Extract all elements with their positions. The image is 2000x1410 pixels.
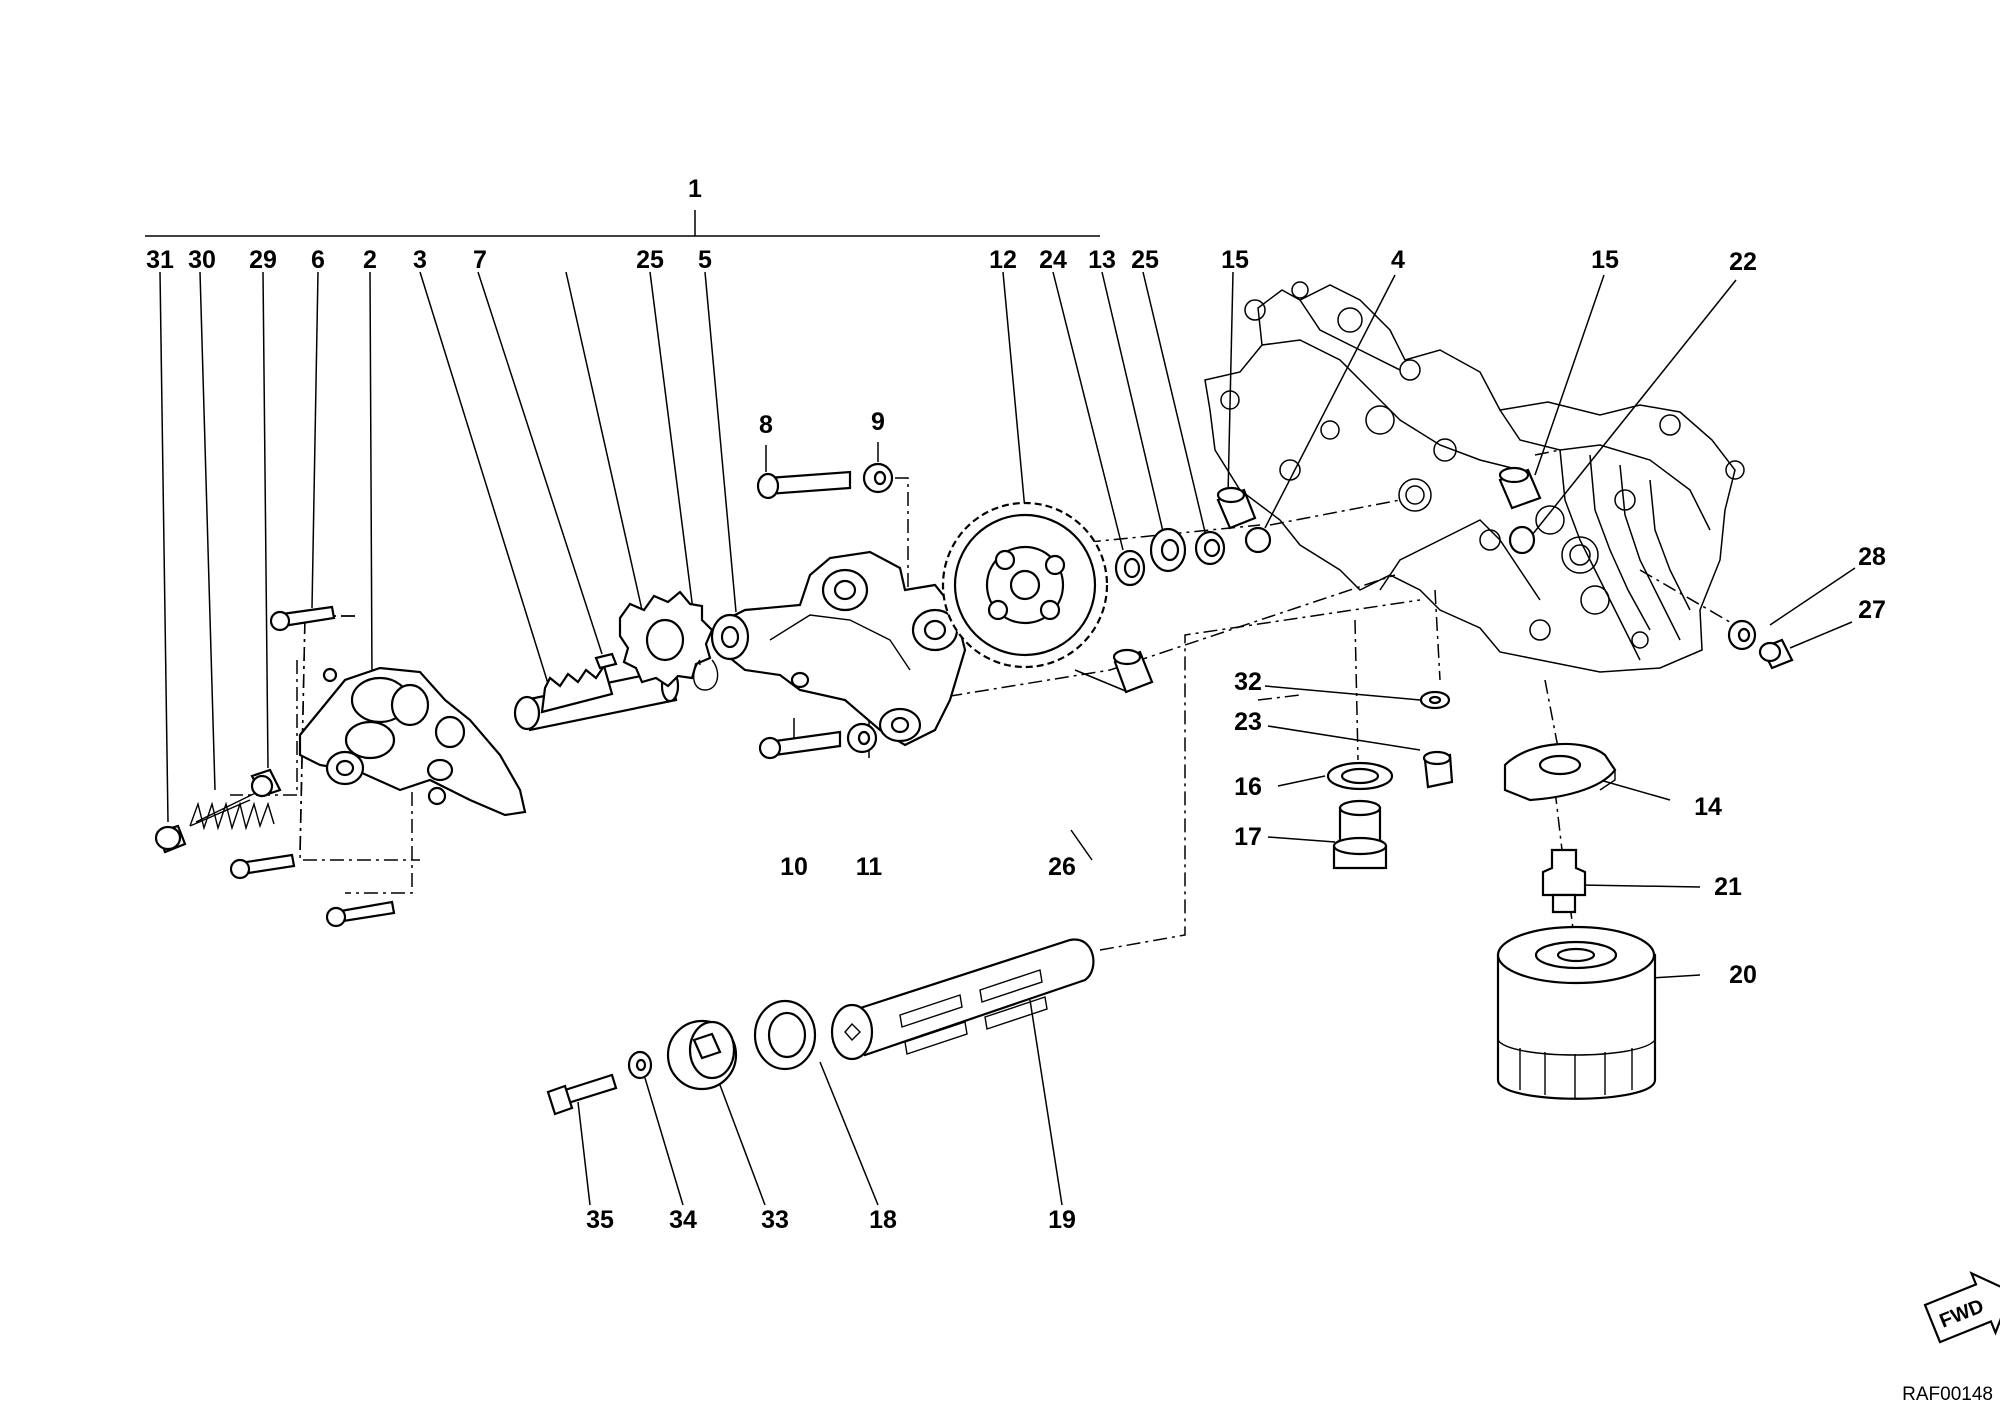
callout-33: 33 (761, 1206, 789, 1234)
callout-13: 13 (1088, 246, 1116, 274)
callout-30: 30 (188, 246, 216, 274)
callouts: 1 31 30 29 6 2 3 7 25 5 12 24 13 25 15 4… (146, 175, 1886, 1234)
callout-12: 12 (989, 246, 1017, 274)
callout-2: 2 (363, 246, 377, 274)
callout-3: 3 (413, 246, 427, 274)
callout-7: 7 (473, 246, 487, 274)
part-7-key (594, 652, 618, 670)
callout-18: 18 (869, 1206, 897, 1234)
part-14-plate (1503, 742, 1617, 802)
part-19-strainer (830, 938, 1095, 1061)
part-6-screws (229, 605, 396, 928)
callout-26: 26 (1048, 853, 1076, 881)
part-17-filter-plug (1332, 799, 1388, 870)
callout-28: 28 (1858, 543, 1886, 571)
callout-20: 20 (1729, 961, 1757, 989)
callout-9: 9 (871, 408, 885, 436)
part-3-gear-shaft (513, 663, 680, 732)
part-16-washer (1326, 761, 1394, 791)
part-15-bushing-right (1498, 466, 1542, 510)
part-18-gasket (753, 999, 817, 1071)
part-29-valve (250, 768, 282, 798)
callout-27: 27 (1858, 596, 1886, 624)
part-26-dowel (1112, 648, 1154, 694)
callout-17: 17 (1234, 823, 1262, 851)
assembly-bracket (145, 210, 1100, 237)
callout-34: 34 (669, 1206, 697, 1234)
part-25-rotor (618, 590, 714, 688)
callout-16: 16 (1234, 773, 1262, 801)
callout-21: 21 (1714, 873, 1742, 901)
part-34-washer (627, 1050, 653, 1080)
callout-29: 29 (249, 246, 277, 274)
callout-11: 11 (856, 853, 883, 881)
part-27-plug (1758, 638, 1794, 670)
callout-24: 24 (1039, 246, 1067, 274)
part-33-cap (666, 1019, 738, 1091)
part-31-plug (154, 824, 187, 854)
part-22-o-ring (1508, 525, 1536, 555)
callout-31: 31 (146, 246, 174, 274)
callout-6: 6 (311, 246, 325, 274)
part-32-washer (1419, 690, 1451, 710)
callout-1: 1 (688, 175, 702, 203)
callout-5: 5 (698, 246, 712, 274)
part-8-screw (756, 470, 852, 500)
callout-19: 19 (1048, 1206, 1076, 1234)
part-20-oil-filter (1496, 925, 1657, 1100)
fwd-arrow-icon: FWD (1923, 1271, 2000, 1344)
reference-code: RAF00148 (1902, 1384, 1993, 1405)
crankcase (1204, 281, 1745, 673)
callout-8: 8 (759, 411, 773, 439)
part-2-pump-body (298, 666, 527, 817)
part-9-washer (862, 462, 894, 494)
part-28-washer (1727, 619, 1757, 651)
callout-32: 32 (1234, 668, 1262, 696)
callout-25-left: 25 (636, 246, 664, 274)
part-5-pump-cover (710, 550, 967, 747)
part-11-washer (846, 722, 878, 754)
callout-25-right: 25 (1131, 246, 1159, 274)
part-25-circlip-right (1194, 530, 1226, 566)
callout-22: 22 (1729, 248, 1757, 276)
part-35-bolt (546, 1073, 618, 1116)
part-4-o-ring (1244, 526, 1272, 554)
callout-14: 14 (1694, 793, 1722, 821)
callout-10: 10 (780, 853, 808, 881)
part-25-circlip (693, 659, 719, 691)
part-13-bearing (1149, 527, 1187, 573)
part-23-plug (1422, 750, 1454, 789)
leader-lines (159, 271, 1856, 1206)
part-12-driven-gear (941, 501, 1109, 669)
part-15-bushing (1216, 486, 1257, 530)
callout-15-right: 15 (1591, 246, 1619, 274)
callout-15-left: 15 (1221, 246, 1249, 274)
callout-35: 35 (586, 1206, 614, 1234)
callout-4: 4 (1391, 246, 1405, 274)
part-21-nipple (1541, 848, 1587, 914)
part-10-screw (758, 730, 842, 760)
part-24-circlip (1114, 549, 1146, 587)
callout-23: 23 (1234, 708, 1262, 736)
